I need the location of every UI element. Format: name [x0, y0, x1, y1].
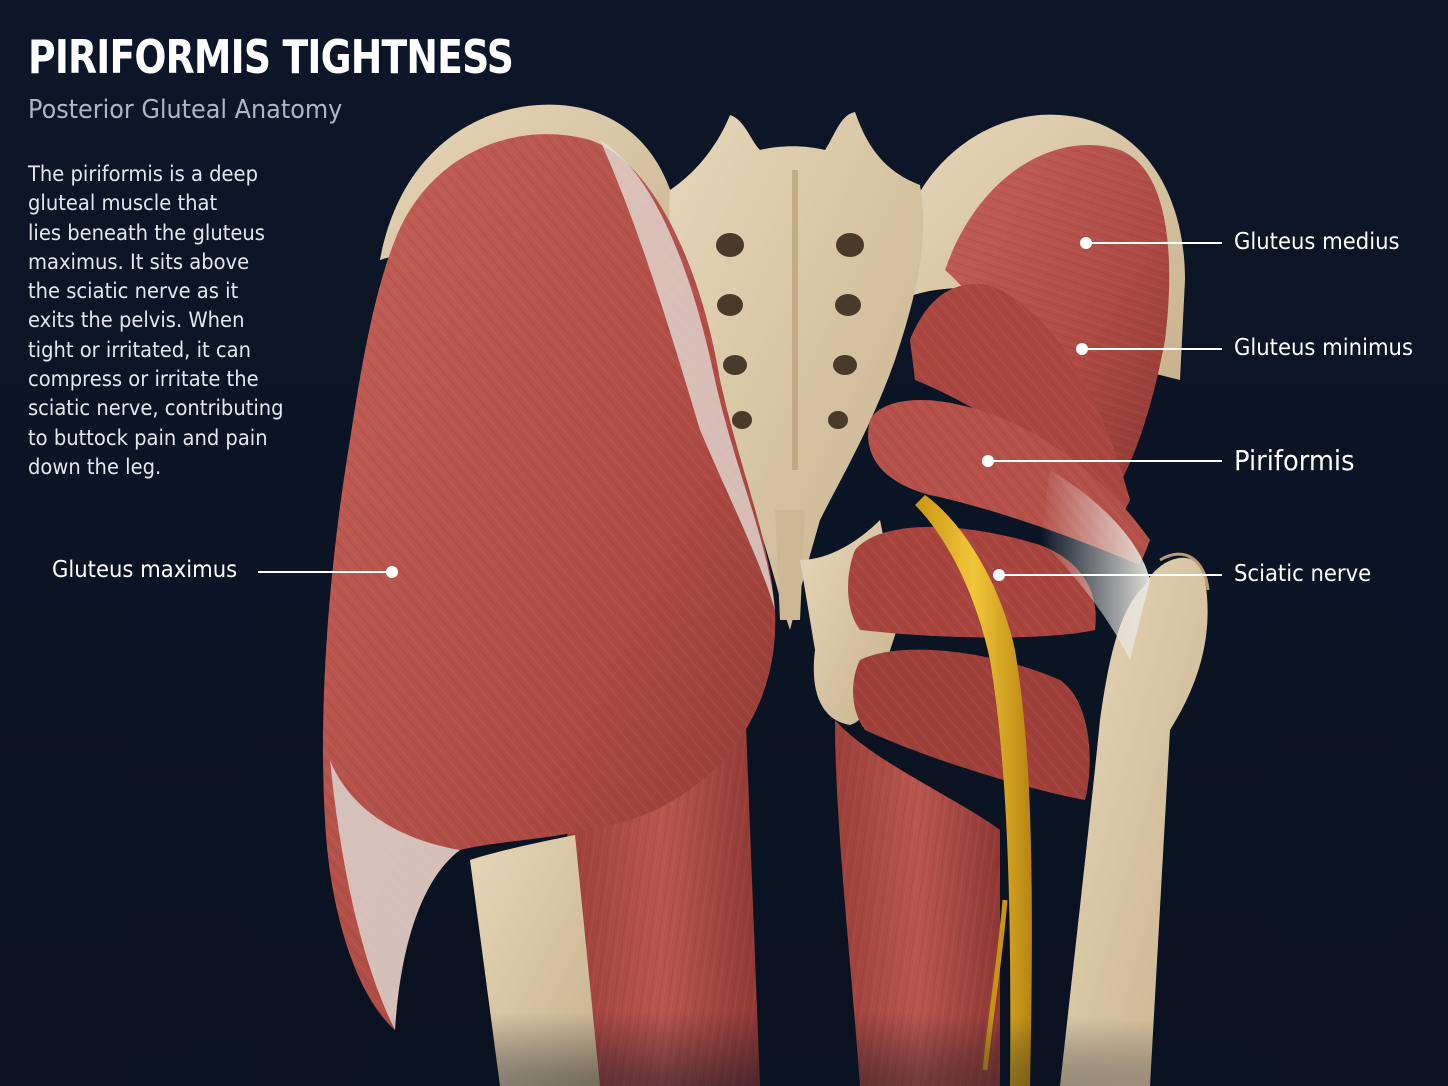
description-line: the sciatic nerve as it — [28, 279, 239, 304]
label-sciatic-nerve: Sciatic nerve — [1234, 561, 1372, 587]
label-gluteus-medius: Gluteus medius — [1234, 229, 1400, 255]
description-line: maximus. It sits above — [28, 249, 250, 274]
description-text: The piriformis is a deep gluteal muscle … — [28, 160, 328, 482]
lateral-rotator-muscles — [848, 526, 1096, 800]
page-subtitle: Posterior Gluteal Anatomy — [28, 95, 343, 125]
tendon-insertion — [1040, 470, 1150, 660]
description-line: sciatic nerve, contributing — [28, 396, 284, 421]
description-line: down the leg. — [28, 454, 162, 479]
description-line: The piriformis is a deep — [28, 162, 258, 186]
label-piriformis: Piriformis — [1234, 444, 1355, 477]
label-gluteus-maximus: Gluteus maximus — [52, 557, 238, 583]
gluteus-medius-muscle — [945, 145, 1170, 500]
description-line: lies beneath the gluteus — [28, 220, 265, 245]
sacrum — [669, 112, 924, 630]
description-line: compress or irritate the — [28, 367, 259, 392]
right-femur — [1060, 552, 1210, 1086]
dot-gluteus-minimus — [1076, 343, 1088, 355]
description-line: exits the pelvis. When — [28, 308, 245, 333]
description-line: to buttock pain and pain — [28, 425, 268, 450]
label-dots — [386, 237, 1092, 581]
dot-piriformis — [982, 455, 994, 467]
gluteus-maximus-muscle — [322, 134, 776, 1030]
description-line: tight or irritated, it can — [28, 337, 251, 362]
dot-gluteus-maximus — [386, 566, 398, 578]
leader-lines — [258, 242, 1222, 576]
description-line: gluteal muscle that — [28, 191, 218, 216]
dot-sciatic-nerve — [993, 569, 1005, 581]
label-gluteus-minimus: Gluteus minimus — [1234, 335, 1413, 361]
dot-gluteus-medius — [1080, 237, 1092, 249]
page-title: PIRIFORMIS TIGHTNESS — [28, 30, 514, 84]
